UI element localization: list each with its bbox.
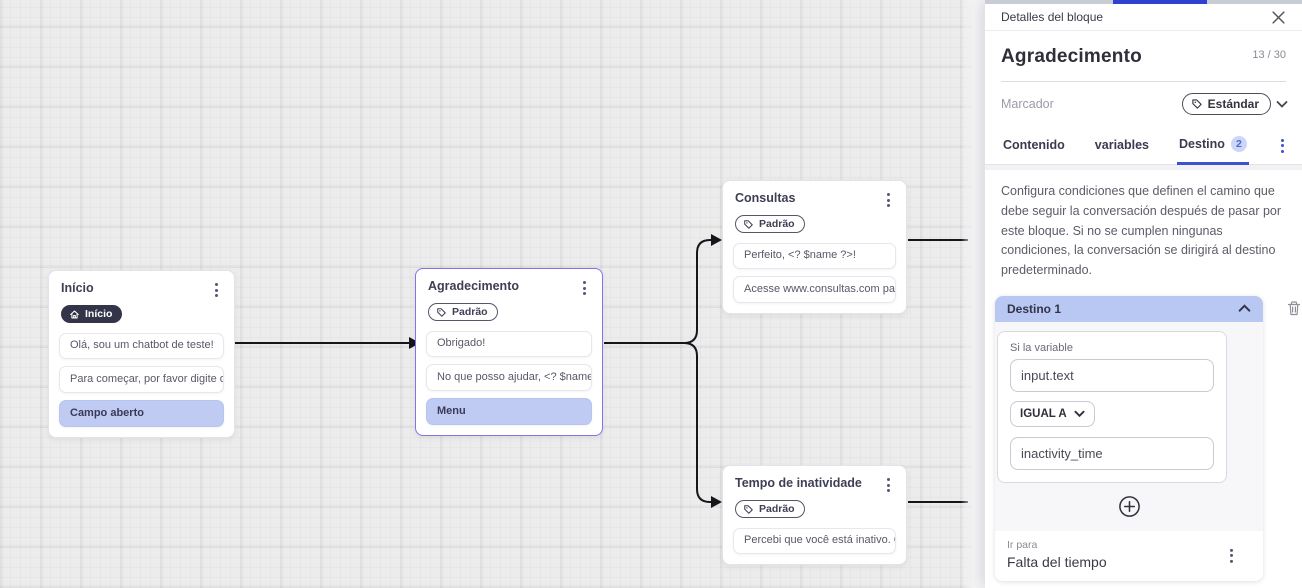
kebab-menu-icon[interactable] — [579, 278, 590, 298]
add-condition-button[interactable] — [1116, 493, 1143, 520]
badge-label: Início — [85, 308, 113, 321]
goto-kebab-menu-icon[interactable] — [1226, 546, 1237, 566]
condition-card: Si la variable IGUAL A — [997, 330, 1227, 483]
destination-description: Configura condiciones que definen el cam… — [1001, 184, 1282, 277]
arrowhead-icon — [711, 234, 722, 246]
delete-destination-button[interactable] — [1284, 298, 1302, 319]
plus-circle-icon — [1118, 495, 1140, 517]
canvas-right-gutter — [961, 0, 985, 588]
tab-destino[interactable]: Destino 2 — [1177, 128, 1249, 165]
close-icon — [1272, 10, 1285, 24]
edge-agradecimento-tempo — [604, 342, 712, 503]
panel-top-strip — [985, 0, 1302, 4]
panel-title: Detalles del bloque — [1001, 10, 1104, 24]
goto-section[interactable]: Ir para Falta del tiempo — [995, 530, 1263, 581]
tab-label: Contenido — [1003, 138, 1065, 152]
message-chip[interactable]: Para começar, por favor digite o ... — [59, 366, 224, 394]
flow-node-consultas[interactable]: Consultas Padrão Perfeito, <? $name ?>! … — [722, 180, 907, 315]
tab-variables[interactable]: variables — [1093, 130, 1151, 165]
kebab-menu-icon[interactable] — [211, 280, 222, 300]
close-panel-button[interactable] — [1269, 8, 1288, 27]
kebab-menu-icon[interactable] — [883, 190, 894, 210]
badge-label: Padrão — [452, 306, 488, 319]
trash-icon — [1287, 301, 1301, 315]
compare-value-input[interactable] — [1010, 436, 1214, 470]
flow-canvas[interactable]: Início Início Olá, sou um chatbot de tes… — [0, 0, 985, 588]
tabs-overflow-menu-icon[interactable] — [1277, 136, 1288, 156]
node-title: Início — [61, 281, 94, 295]
tab-label: Destino — [1179, 137, 1225, 151]
char-counter: 13 / 30 — [1252, 49, 1286, 61]
variable-input[interactable] — [1010, 358, 1214, 392]
goto-value: Falta del tiempo — [1007, 553, 1107, 570]
marker-value: Estándar — [1207, 97, 1259, 111]
tag-icon — [744, 219, 753, 229]
kebab-menu-icon[interactable] — [883, 475, 894, 495]
padrao-badge: Padrão — [735, 215, 805, 234]
operator-value: IGUAL A — [1020, 407, 1067, 420]
message-chip[interactable]: Percebi que você está inativo. C... — [733, 527, 896, 555]
flow-edges — [233, 234, 968, 508]
tag-icon — [437, 307, 446, 317]
badge-label: Padrão — [759, 218, 795, 231]
chevron-up-icon[interactable] — [1238, 304, 1251, 313]
flow-node-inicio[interactable]: Início Início Olá, sou um chatbot de tes… — [48, 270, 235, 438]
node-title: Tempo de inatividade — [735, 476, 862, 490]
top-strip-accent — [1113, 0, 1207, 4]
message-chip[interactable]: Obrigado! — [426, 330, 592, 358]
tag-icon — [744, 504, 753, 514]
padrao-badge: Padrão — [428, 303, 498, 322]
chevron-down-icon[interactable] — [1276, 100, 1288, 109]
message-chip[interactable]: Acesse www.consultas.com par... — [733, 276, 896, 304]
flow-node-tempo-inatividade[interactable]: Tempo de inatividade Padrão Percebi que … — [722, 465, 907, 566]
tab-label: variables — [1094, 138, 1150, 152]
destination-card: Destino 1 Si la variable IGUAL A — [995, 295, 1263, 581]
goto-label: Ir para — [1007, 538, 1038, 551]
arrowhead-icon — [409, 337, 420, 349]
message-chip-highlighted[interactable]: Menu — [426, 398, 592, 425]
arrowhead-icon — [711, 496, 722, 508]
message-chip-highlighted[interactable]: Campo aberto — [59, 400, 224, 427]
flow-node-agradecimento[interactable]: Agradecimento Padrão Obrigado! No que po… — [415, 268, 603, 436]
chevron-down-icon — [1074, 410, 1085, 417]
inicio-badge: Início — [61, 305, 123, 324]
edge-agradecimento-consultas — [604, 239, 712, 344]
destination-card-header[interactable]: Destino 1 — [995, 295, 1263, 322]
block-name-title[interactable]: Agradecimento — [1001, 46, 1142, 67]
block-details-panel: Detalles del bloque Agradecimento 13 / 3… — [985, 0, 1302, 588]
tab-contenido[interactable]: Contenido — [1001, 130, 1067, 165]
home-icon — [70, 310, 79, 319]
padrao-badge: Padrão — [735, 500, 805, 519]
message-chip[interactable]: Olá, sou um chatbot de teste! — [59, 332, 224, 360]
tabs-divider-band — [985, 165, 1302, 170]
message-chip[interactable]: No que posso ajudar, <? $name ... — [426, 364, 592, 392]
tag-icon — [1191, 99, 1202, 109]
node-title: Consultas — [735, 191, 796, 205]
marker-label: Marcador — [1001, 97, 1054, 111]
operator-select[interactable]: IGUAL A — [1010, 400, 1095, 427]
condition-label: Si la variable — [1010, 341, 1073, 354]
marker-select[interactable]: Estándar — [1181, 93, 1271, 115]
destination-title: Destino 1 — [1007, 301, 1062, 316]
node-title: Agradecimento — [428, 279, 519, 293]
badge-label: Padrão — [759, 503, 795, 516]
destino-count-badge: 2 — [1230, 136, 1247, 152]
message-chip[interactable]: Perfeito, <? $name ?>! — [733, 242, 896, 270]
